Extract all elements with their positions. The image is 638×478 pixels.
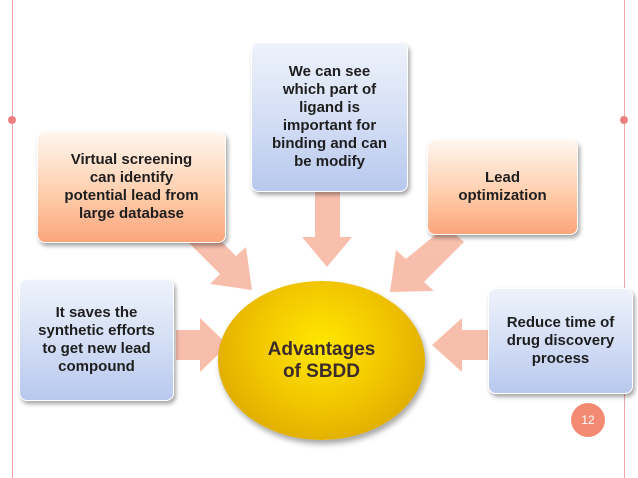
left-frame-line — [12, 0, 13, 478]
arrow-right — [432, 318, 490, 372]
node-synthetic-efforts: It saves the synthetic efforts to get ne… — [19, 279, 174, 401]
arrow-left — [176, 318, 228, 372]
node-reduce-time: Reduce time of drug discovery process — [488, 288, 633, 394]
arrow-right-top — [390, 226, 464, 292]
page-number-badge: 12 — [571, 403, 605, 437]
right-frame-dot — [620, 116, 628, 124]
left-frame-dot — [8, 116, 16, 124]
center-advantages-of-sbdd: Advantages of SBDD — [218, 281, 425, 440]
node-virtual-screening: Virtual screening can identify potential… — [37, 131, 226, 243]
right-frame-line — [624, 0, 625, 478]
node-lead-optimization: Lead optimization — [427, 139, 578, 235]
node-ligand-binding: We can see which part of ligand is impor… — [251, 42, 408, 192]
arrow-top — [302, 192, 352, 267]
